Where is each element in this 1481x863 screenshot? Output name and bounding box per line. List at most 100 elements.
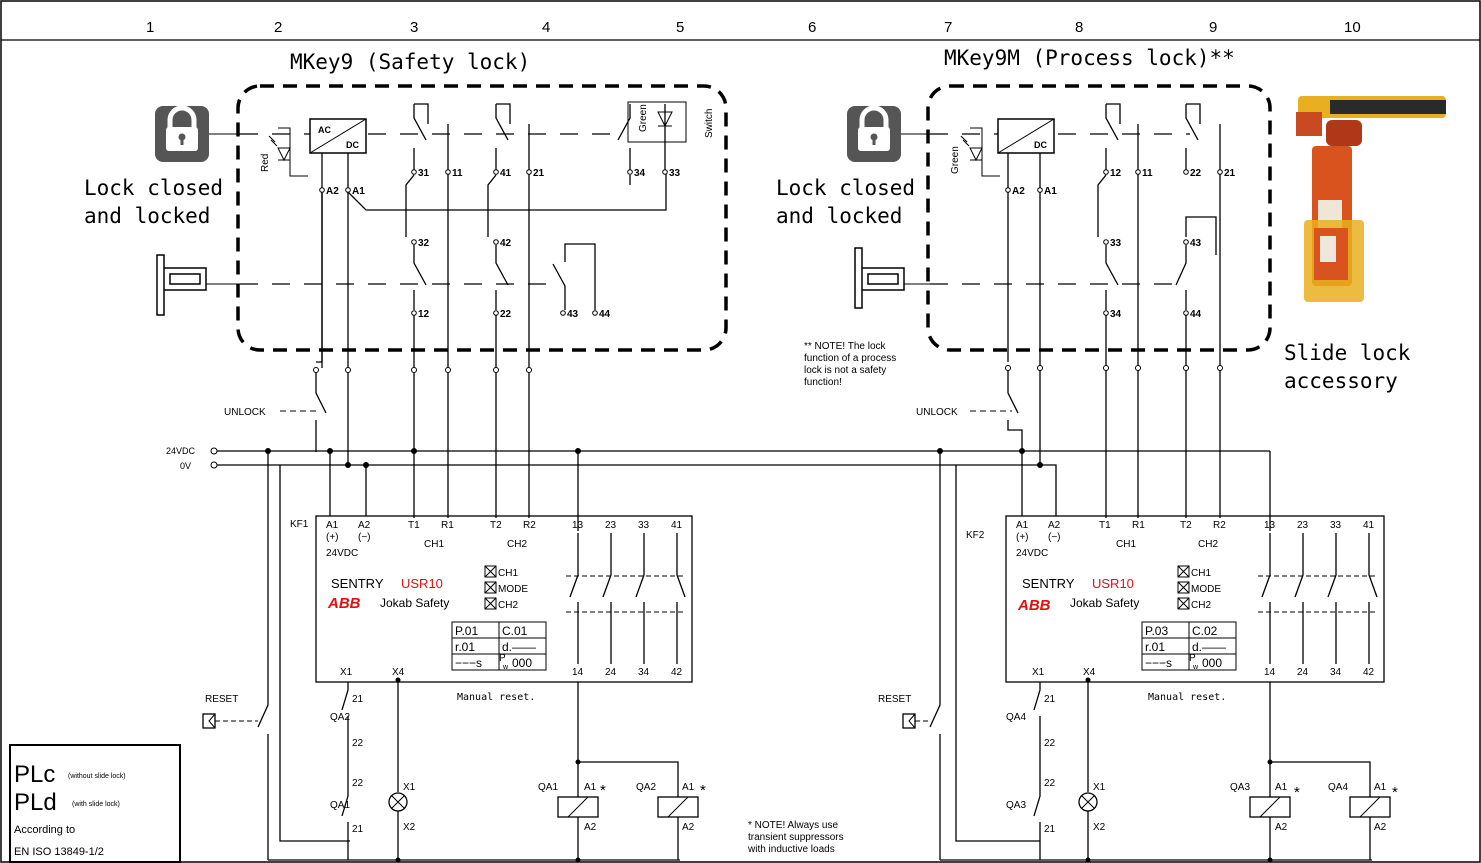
left-coil2-star: * xyxy=(700,782,706,799)
performance-level-box: PLc (without slide lock) PLd (with slide… xyxy=(9,744,181,863)
kf2-x1: X1 xyxy=(1032,667,1045,678)
right-qa3-21: 21 xyxy=(1044,824,1056,835)
grid-number-3: 3 xyxy=(410,19,418,36)
right-coil2-star: * xyxy=(1392,784,1398,801)
pl-plc-note: (without slide lock) xyxy=(68,773,126,780)
pl-line2: EN ISO 13849-1/2 xyxy=(14,846,104,858)
right-padlock-icon xyxy=(847,105,901,162)
right-lamp-x2: X2 xyxy=(1093,822,1106,833)
right-qa3-22: 22 xyxy=(1044,778,1056,789)
kf2-outputs-top: 13 23 33 41 xyxy=(1264,520,1375,531)
left-coil2-a2: A2 xyxy=(682,822,695,833)
right-coil-qa4 xyxy=(1349,784,1391,860)
power-rails: 24VDC 0V xyxy=(166,446,1270,471)
kf2-disp-pw-p: P xyxy=(1189,653,1196,664)
right-qa4-21: 21 xyxy=(1044,694,1056,705)
kf1-output-contacts xyxy=(566,451,686,664)
left-reset-label: RESET xyxy=(205,694,238,705)
process-note-4: function! xyxy=(804,377,842,388)
right-feedback-contacts xyxy=(1033,682,1041,860)
kf1-r2: R2 xyxy=(523,520,536,531)
right-contact-43-44 xyxy=(1175,245,1187,310)
right-coil1-a2: A2 xyxy=(1275,822,1288,833)
right-reset-label: RESET xyxy=(878,694,911,705)
kf1-r1: R1 xyxy=(441,520,454,531)
slide-lock-text-1: Slide lock xyxy=(1284,341,1411,365)
left-term-33: 33 xyxy=(669,168,681,179)
right-term-a2: A2 xyxy=(1012,186,1025,197)
suppressor-note-1: * NOTE! Always use xyxy=(748,820,838,831)
left-term-a1: A1 xyxy=(352,186,365,197)
rail-24vdc-label: 24VDC xyxy=(166,446,196,456)
kf1-tag: KF1 xyxy=(290,519,309,530)
right-led-label: Green xyxy=(950,146,961,174)
grid-number-9: 9 xyxy=(1209,19,1217,36)
kf2-brand: SENTRY xyxy=(1022,576,1075,591)
kf1-out-42: 42 xyxy=(671,667,683,678)
kf2-display: P.03 C.02 r.01 d.—— −−−s P w 000 xyxy=(1141,621,1237,671)
left-lock-cable xyxy=(313,174,532,373)
right-mkey9m-enclosure xyxy=(926,84,1272,352)
right-coil-labels: QA3 A1 * A2 QA4 A1 * A2 xyxy=(1230,782,1398,833)
kf2-ind-ch2: CH2 xyxy=(1191,600,1211,611)
left-qa1-label: QA1 xyxy=(330,800,350,811)
right-term-33: 33 xyxy=(1110,238,1122,249)
right-lock-text-1: Lock closed xyxy=(776,176,915,200)
kf1-inputs: T1 R1 T2 R2 CH1 CH2 xyxy=(408,520,536,550)
kf1-t2: T2 xyxy=(490,520,502,531)
right-lamp-x1: X1 xyxy=(1093,782,1106,793)
kf1-model: USR10 xyxy=(401,576,443,591)
left-term-21: 21 xyxy=(533,168,545,179)
suppressor-note: * NOTE! Always use transient suppressors… xyxy=(747,820,844,855)
kf1-power-terms: A1 (+) A2 (−) 24VDC xyxy=(326,520,371,559)
right-actuator-icon xyxy=(854,247,905,309)
right-term-a1: A1 xyxy=(1044,186,1057,197)
left-red-led-icon xyxy=(268,127,308,177)
left-feedback-contacts xyxy=(341,682,349,860)
right-unlock-switch[interactable] xyxy=(1007,371,1023,451)
kf2-out-41: 41 xyxy=(1363,520,1375,531)
left-unlock-switch[interactable] xyxy=(315,373,327,452)
left-lock-text-1: Lock closed xyxy=(84,176,223,200)
slide-lock-product-image xyxy=(1296,96,1446,302)
right-coil1-star: * xyxy=(1294,784,1300,801)
pl-line1: According to xyxy=(14,824,75,836)
left-coil-qa2 xyxy=(657,784,699,860)
kf2-output-contacts xyxy=(1258,451,1378,664)
kf1-disp-d: d.—— xyxy=(502,640,536,654)
kf1-voltage: 24VDC xyxy=(326,548,358,559)
right-reset-button[interactable] xyxy=(902,713,916,729)
kf1-out-33: 33 xyxy=(638,520,650,531)
left-term-31: 31 xyxy=(418,168,430,179)
kf2-plus: (+) xyxy=(1016,532,1029,543)
grid-number-1: 1 xyxy=(146,19,154,36)
left-coil1-a1: A1 xyxy=(584,782,597,793)
kf1-minus: (−) xyxy=(358,532,371,543)
kf2-x4: X4 xyxy=(1083,667,1096,678)
kf1-disp-000: 000 xyxy=(512,656,532,670)
left-mkey9-enclosure xyxy=(236,84,728,352)
left-qa2-21: 21 xyxy=(352,694,364,705)
pl-pld-note: (with slide lock) xyxy=(72,801,120,808)
kf2-disp-s: −−−s xyxy=(1145,656,1172,670)
kf2-disp-000: 000 xyxy=(1202,656,1222,670)
left-green-label: Green xyxy=(638,104,649,132)
kf2-tag: KF2 xyxy=(966,530,985,541)
kf2-t1: T1 xyxy=(1099,520,1111,531)
right-lamp-icon xyxy=(1078,792,1098,812)
suppressor-note-2: transient suppressors xyxy=(748,832,844,843)
left-lamp-x1: X1 xyxy=(403,782,416,793)
right-term-11: 11 xyxy=(1142,168,1153,179)
left-term-32: 32 xyxy=(418,238,430,249)
right-contact-33-34 xyxy=(1105,245,1119,310)
left-term-41: 41 xyxy=(500,168,512,179)
kf1-plus: (+) xyxy=(326,532,339,543)
kf1-relay-body xyxy=(315,515,693,683)
left-unlock-label: UNLOCK xyxy=(224,407,266,418)
kf2-r1: R1 xyxy=(1132,520,1145,531)
left-reset-button[interactable] xyxy=(202,713,216,729)
right-term-22: 22 xyxy=(1190,168,1202,179)
right-contact-22-21 xyxy=(1185,103,1201,170)
kf2-maker: Jokab Safety xyxy=(1070,596,1139,610)
process-note-1: ** NOTE! The lock xyxy=(804,341,887,352)
